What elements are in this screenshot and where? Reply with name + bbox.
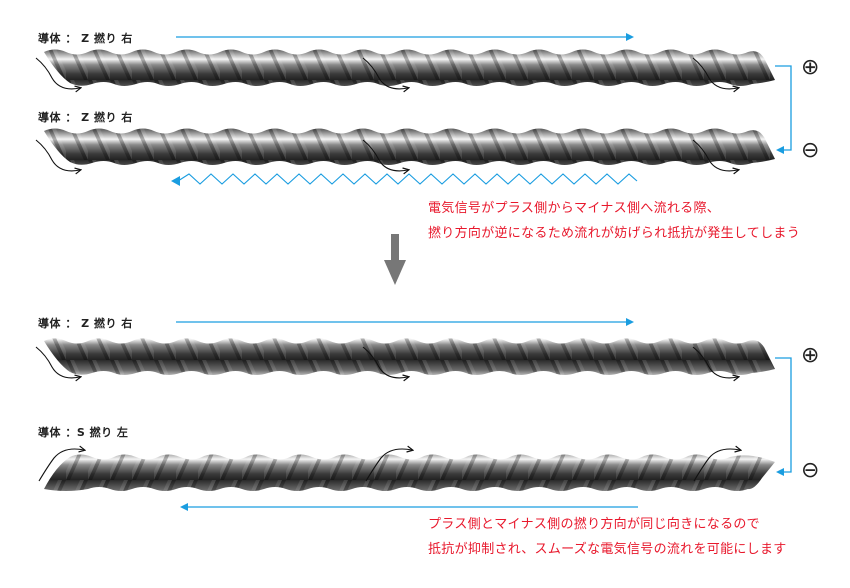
conductor-rope-z-3: [44, 338, 775, 375]
solution-note-line-2: 抵抗が抑制され、スムーズな電気信号の流れを可能にします: [428, 542, 787, 557]
circuit-connector-top: [775, 65, 792, 154]
solution-note: プラス側とマイナス側の撚り方向が同じ向きになるので 抵抗が抑制され、スムーズな電…: [428, 512, 787, 562]
plus-terminal-icon: ⊕: [801, 55, 820, 80]
conductor-label-top-2: 導体 ： Z 撚り 右: [38, 111, 133, 124]
problem-note-line-1: 電気信号がプラス側からマイナス側へ流れる際、: [428, 201, 721, 216]
obstructed-current-zigzag: [171, 173, 638, 186]
minus-terminal-icon: ⊖: [801, 138, 820, 163]
minus-terminal-icon-bottom: ⊖: [801, 458, 820, 483]
problem-note-line-2: 撚り方向が逆になるため流れが妨げられ抵抗が発生してしまう: [428, 226, 801, 241]
conductor-label-bottom-1: 導体 ： Z 撚り 右: [38, 317, 133, 330]
problem-note: 電気信号がプラス側からマイナス側へ流れる際、 撚り方向が逆になるため流れが妨げら…: [428, 196, 800, 246]
conductor-label-top-1: 導体 ： Z 撚り 右: [38, 32, 133, 45]
conductor-rope-z-1: [44, 49, 775, 86]
conductor-rope-z-2: [44, 128, 775, 165]
circuit-connector-bottom: [775, 357, 792, 476]
twist-arrows-bottom: [35, 346, 740, 482]
solution-note-line-1: プラス側とマイナス側の撚り方向が同じ向きになるので: [428, 517, 760, 532]
conductor-label-bottom-2: 導体 ：S 撚り 左: [38, 426, 129, 439]
plus-terminal-icon-bottom: ⊕: [801, 343, 820, 368]
transition-down-arrow: [384, 234, 406, 285]
twist-arrows-top: [35, 57, 738, 171]
conductor-rope-s-4: [44, 454, 775, 491]
